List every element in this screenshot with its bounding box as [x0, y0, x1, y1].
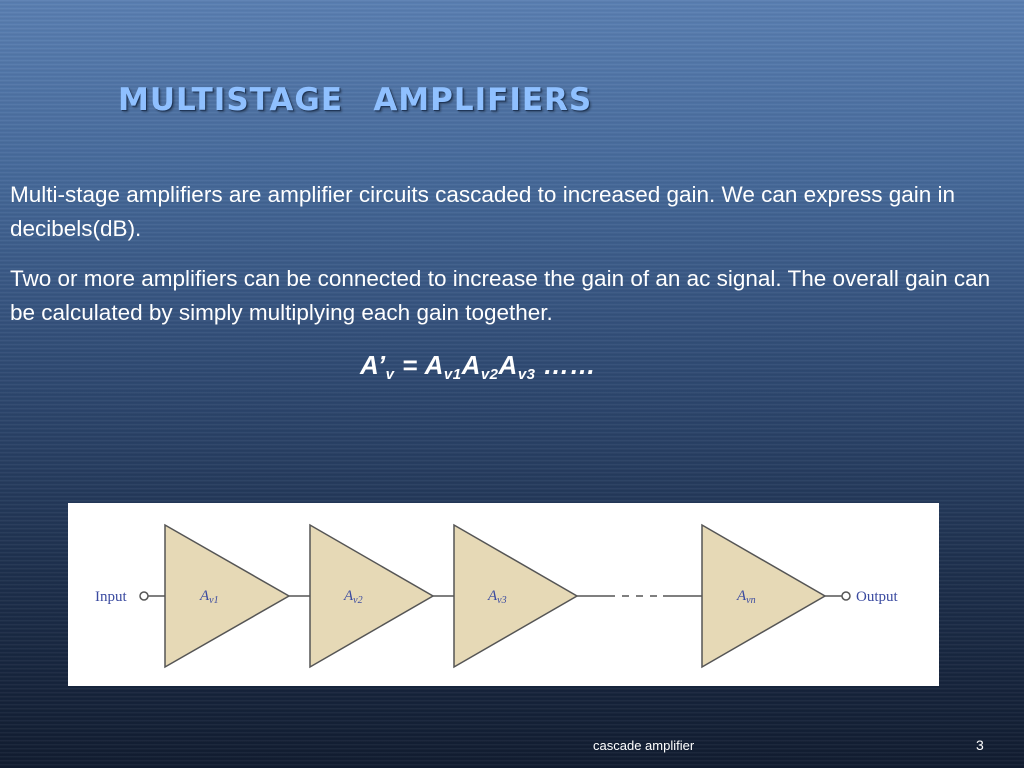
output-label: Output	[856, 589, 899, 605]
formula-term-3-sub: v3	[517, 366, 536, 383]
amplifier-2-label: Av2	[343, 588, 363, 606]
cascade-diagram: Input Output Av1 Av2 Av3 Avn	[68, 503, 939, 686]
formula-term-1-sub: v1	[443, 366, 462, 383]
amplifier-n	[701, 523, 827, 669]
page-number: 3	[976, 737, 984, 753]
footer-label: cascade amplifier	[593, 738, 695, 753]
cascade-diagram-svg: Input Output Av1 Av2 Av3 Avn	[95, 523, 899, 669]
formula-tail: ……	[535, 350, 597, 380]
formula-term-2-sub: v2	[480, 366, 499, 383]
input-label: Input	[95, 589, 127, 605]
amplifier-1-label: Av1	[199, 588, 219, 606]
amplifier-2	[309, 523, 435, 669]
output-terminal	[841, 591, 851, 601]
formula-equals: =	[394, 350, 425, 380]
amplifier-3	[453, 523, 579, 669]
formula-term-1: A	[424, 350, 444, 380]
gain-formula: A’v = Av1Av2Av3 ……	[360, 350, 596, 383]
amplifier-n-label: Avn	[736, 588, 756, 606]
formula-term-2: A	[461, 350, 481, 380]
formula-term-3: A	[498, 350, 518, 380]
amplifier-1	[164, 523, 291, 669]
slide-title: Multistage amplifiers	[118, 70, 593, 121]
formula-lhs-sub: v	[385, 366, 395, 383]
amplifier-3-label: Av3	[487, 588, 507, 606]
formula-lhs: A’	[360, 350, 386, 380]
paragraph-2: Two or more amplifiers can be connected …	[10, 266, 991, 325]
paragraph-1: Multi-stage amplifiers are amplifier cir…	[10, 182, 956, 241]
input-terminal	[139, 591, 149, 601]
